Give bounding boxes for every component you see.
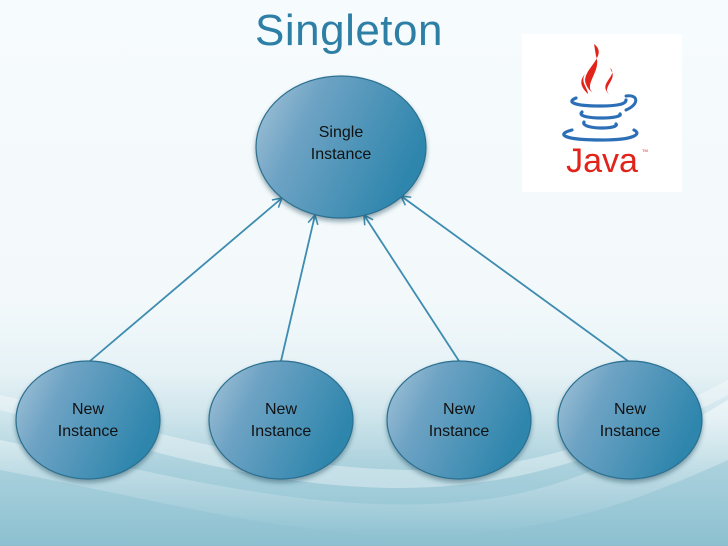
child-node-label-line1: New: [442, 401, 476, 418]
child-node-2-label: New Instance: [251, 399, 311, 443]
child-node-1-label: New Instance: [58, 399, 118, 443]
child-node-label-line2: Instance: [599, 423, 661, 440]
java-logo-text: Java: [566, 142, 638, 180]
slide-title: Singleton: [255, 6, 443, 55]
child-node-1: [15, 360, 161, 480]
arrow-child-2-to-root: [280, 213, 319, 362]
child-node-2: [208, 360, 354, 480]
root-node-single-instance: [255, 75, 427, 219]
root-node-label-line2: Instance: [310, 146, 372, 163]
child-node-4-label: New Instance: [600, 399, 660, 443]
child-node-3-label: New Instance: [429, 399, 489, 443]
root-node-label-line1: Single: [318, 124, 364, 141]
child-node-label-line2: Instance: [428, 423, 490, 440]
arrow-child-3-to-root: [363, 213, 460, 362]
java-trademark: TM: [642, 148, 648, 153]
edges: [89, 195, 629, 362]
java-coffee-cup-icon: Java TM: [562, 44, 648, 180]
java-logo: Java TM: [522, 34, 682, 192]
arrow-child-1-to-root: [89, 196, 284, 362]
child-node-3: [386, 360, 532, 480]
child-node-label-line1: New: [71, 401, 105, 418]
root-node-label: Single Instance: [311, 122, 371, 166]
child-node-label-line1: New: [264, 401, 298, 418]
child-node-4: [557, 360, 703, 480]
arrow-child-4-to-root: [399, 195, 629, 362]
child-node-label-line2: Instance: [57, 423, 119, 440]
child-node-label-line1: New: [613, 401, 647, 418]
child-node-label-line2: Instance: [250, 423, 312, 440]
